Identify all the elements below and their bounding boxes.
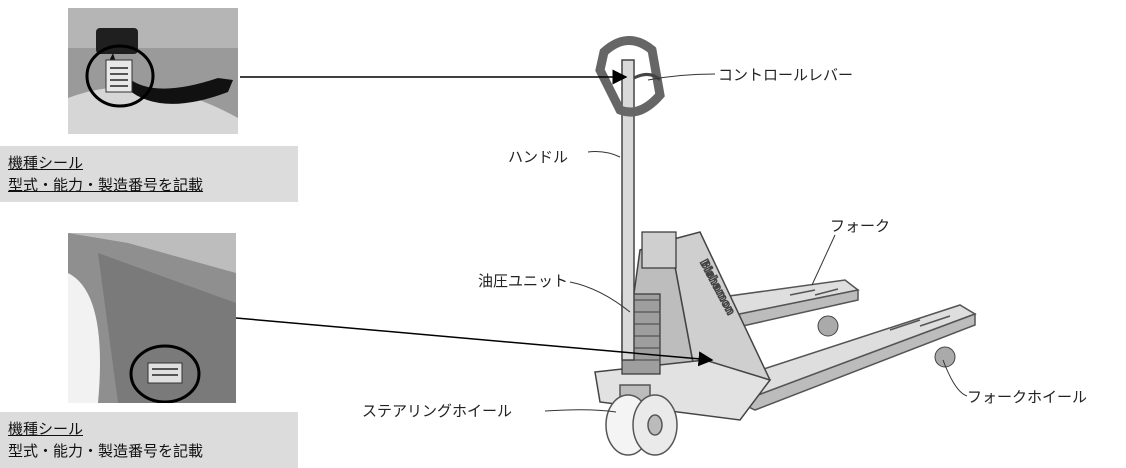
label-hydraulic-unit: 油圧ユニット [478,272,569,290]
label-handle: ハンドル [508,148,569,166]
label-fork-wheel: フォークホイール [967,388,1088,406]
leader-lines [544,73,968,413]
photo-body-closeup [68,233,236,403]
steering-wheel [605,384,678,456]
seal-highlight-circle [129,344,201,403]
seal-caption-title: 機種シール [8,420,84,438]
seal-caption-1: 機種シール 型式・能力・製造番号を記載 [0,146,298,202]
seal-highlight-circle [85,44,155,108]
photo-handle-closeup [68,8,238,134]
seal-caption-title: 機種シール [8,154,84,172]
label-control-lever: コントロールレバー [718,66,854,84]
seal-caption-2: 機種シール 型式・能力・製造番号を記載 [0,412,298,468]
fork-wheels [817,315,956,368]
arrow-to-body [235,317,714,367]
seal-caption-detail: 型式・能力・製造番号を記載 [8,176,204,194]
seal-caption-detail: 型式・能力・製造番号を記載 [8,442,204,460]
fork [698,279,977,411]
label-steering-wheel: ステアリングホイール [362,402,513,420]
label-fork: フォーク [830,217,891,235]
